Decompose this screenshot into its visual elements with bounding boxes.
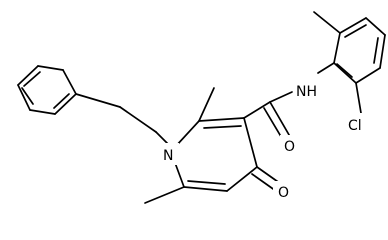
- aryl-double-bond: [373, 37, 379, 64]
- bond-lines: [17, 11, 386, 204]
- amide-carbon-bond: [269, 91, 293, 103]
- ketone-oxygen-label: O: [278, 185, 289, 201]
- aryl-double-bond: [344, 24, 367, 38]
- aryl-chlorine-bond: [355, 82, 362, 114]
- ring-bond: [243, 117, 258, 168]
- aryl-methyl-bond: [313, 11, 341, 34]
- ring-bond: [183, 186, 228, 192]
- ethyl-bond: [75, 93, 121, 108]
- amide-oxygen-background: [280, 135, 300, 156]
- phenyl-double-bond: [23, 71, 41, 87]
- aryl-bond: [339, 17, 367, 34]
- phenyl-bond: [17, 65, 39, 86]
- amide-nitrogen-background: [294, 79, 321, 100]
- ring-bond: [175, 120, 200, 147]
- ring-nitrogen-label: N: [163, 148, 173, 164]
- methyl-bond: [198, 87, 215, 122]
- chlorine-label: Cl: [348, 118, 362, 134]
- carbonyl-double-bond: [251, 173, 277, 192]
- methyl-bond: [144, 186, 185, 204]
- atom-labels: NH Cl N O O: [160, 79, 377, 202]
- ring-nitrogen-background: [160, 143, 179, 165]
- phenyl-bond: [62, 69, 77, 95]
- ring-double-bond: [187, 180, 226, 185]
- aryl-bond: [379, 34, 386, 69]
- amide-nitrogen-label: NH: [296, 84, 317, 100]
- phenyl-bond: [17, 84, 31, 111]
- ketone-oxygen-background: [273, 181, 293, 202]
- aryl-double-bond: [336, 63, 353, 78]
- ring-bond: [226, 166, 258, 192]
- aryl-bond: [365, 17, 386, 36]
- ring-double-bond: [203, 125, 242, 129]
- ethyl-bond: [119, 106, 157, 133]
- chlorine-background: [347, 113, 377, 135]
- n-ethyl-bond: [155, 131, 169, 145]
- amide-bond: [243, 101, 271, 119]
- chemical-structure-diagram: NH Cl N O O: [17, 11, 386, 204]
- phenyl-bond: [54, 93, 77, 115]
- aryl-bond: [333, 32, 341, 64]
- ring-bond: [198, 117, 245, 122]
- amide-carbon-bond: [269, 101, 293, 141]
- aryl-amine-bond: [317, 62, 335, 74]
- phenyl-bond: [37, 65, 64, 71]
- amide-oxygen-label: O: [284, 139, 295, 155]
- phenyl-double-bond: [21, 87, 34, 105]
- phenyl-bond: [29, 109, 56, 115]
- aryl-bond: [355, 67, 381, 84]
- aryl-bond: [333, 62, 357, 84]
- phenyl-double-bond: [53, 93, 70, 109]
